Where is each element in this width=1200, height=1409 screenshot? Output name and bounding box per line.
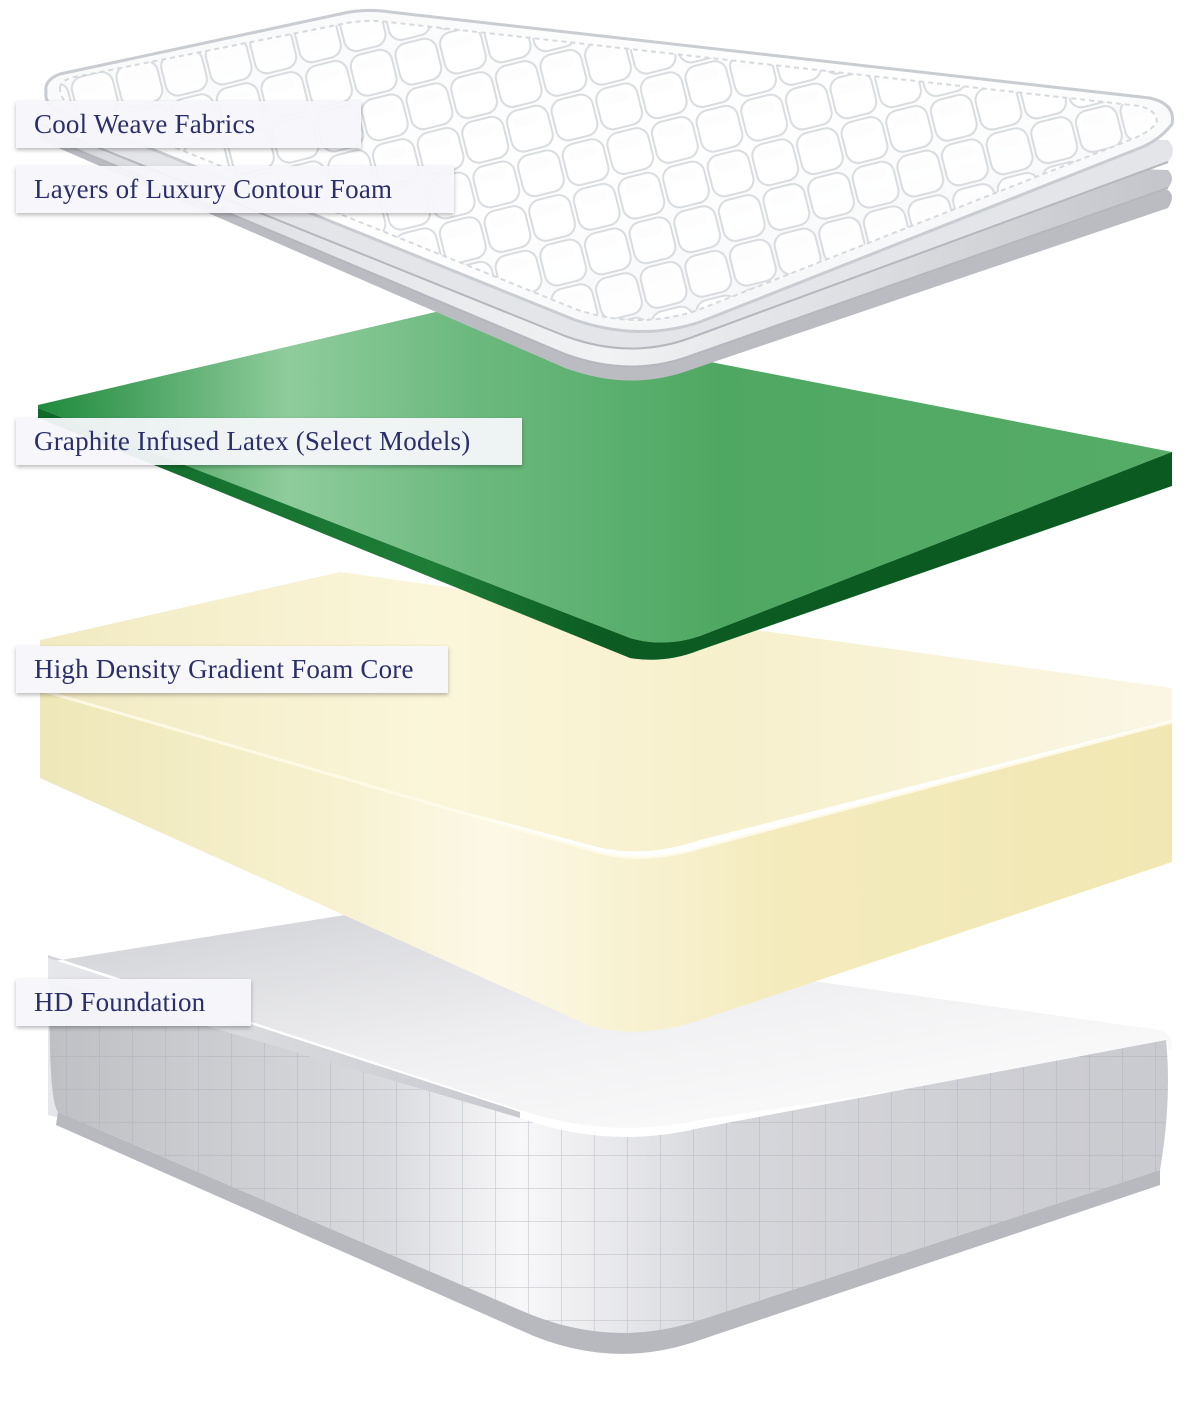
label-graphite-infused-latex: Graphite Infused Latex (Select Models) <box>16 418 522 465</box>
cool-weave-quilting <box>60 20 1157 320</box>
foam-core-front <box>40 690 1172 1032</box>
latex-top <box>38 310 1172 643</box>
label-hd-foundation: HD Foundation <box>16 979 251 1026</box>
foam-core-top <box>40 572 1172 852</box>
contour-foam-slab-lines <box>39 123 1169 368</box>
foundation-grid <box>49 980 1169 1333</box>
latex-layer <box>38 310 1172 660</box>
label-luxury-contour-foam: Layers of Luxury Contour Foam <box>16 166 454 213</box>
foam-core-layer <box>39 572 1173 1032</box>
label-cool-weave-fabrics: Cool Weave Fabrics <box>16 101 361 148</box>
label-gradient-foam-core: High Density Gradient Foam Core <box>16 646 448 693</box>
cool-weave-stitch <box>58 19 1158 321</box>
foam-core-edge-highlight <box>39 688 1173 860</box>
